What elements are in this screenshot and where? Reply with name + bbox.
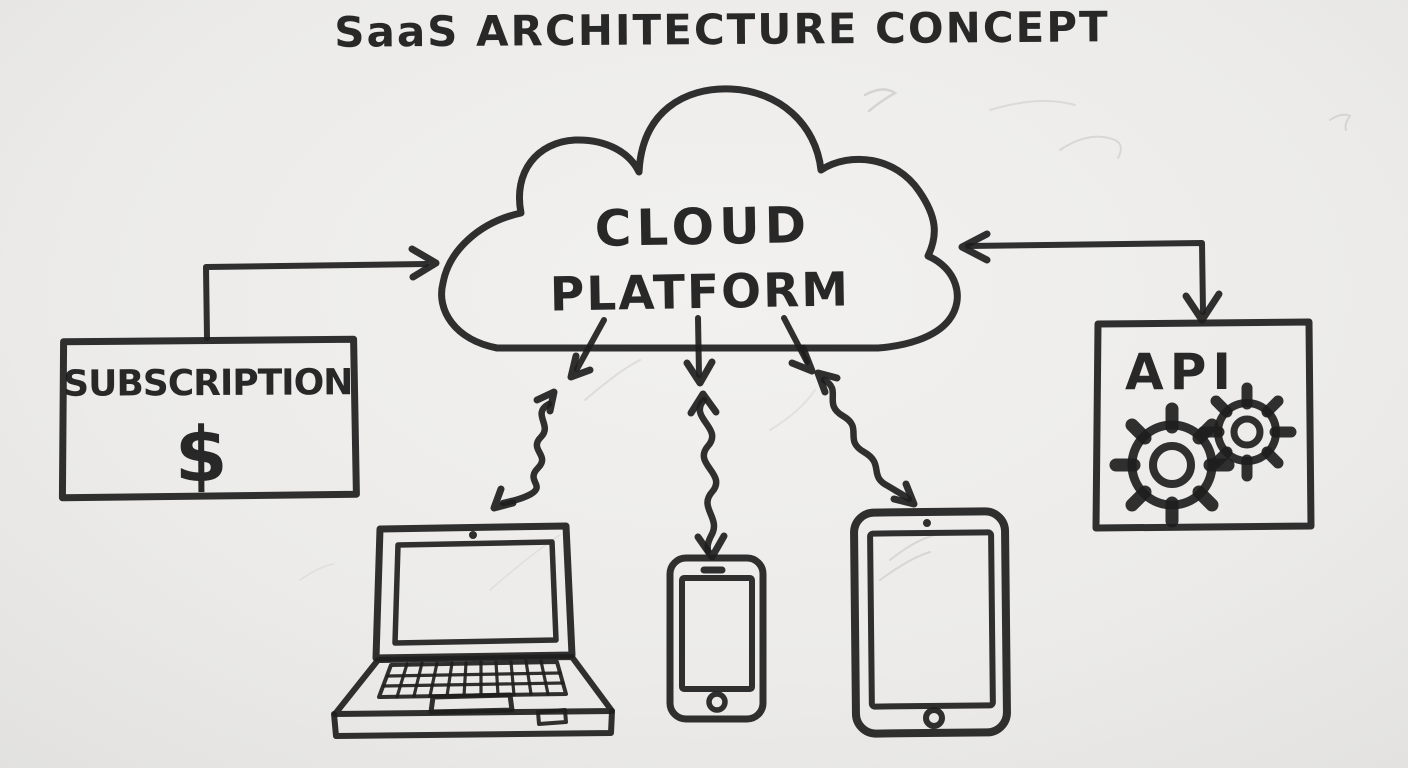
cloud-arrow-middle xyxy=(683,315,716,387)
cloud-to-devices-arrows xyxy=(567,315,816,387)
wavy-arrow-tablet xyxy=(814,369,918,508)
page-title: SaaS ARCHITECTURE CONCEPT xyxy=(334,2,1110,56)
small-gear-icon xyxy=(1197,382,1297,482)
wavy-arrow-smartphone xyxy=(687,390,728,561)
api-node: API xyxy=(1092,318,1315,532)
tablet-body xyxy=(850,507,1011,738)
laptop-webcam-icon xyxy=(469,531,477,539)
laptop-front-edge xyxy=(331,708,615,739)
laptop-screen-inner xyxy=(392,539,559,646)
cloud-label-line1: CLOUD xyxy=(594,196,811,258)
laptop-latch xyxy=(536,708,568,726)
cloud-label-line2: PLATFORM xyxy=(549,262,850,322)
wavy-arrow-laptop xyxy=(490,388,558,512)
gears-icon xyxy=(1109,382,1297,528)
cloud-platform-node: CLOUD PLATFORM xyxy=(438,85,961,352)
cloud-arrow-left xyxy=(567,317,607,381)
smartphone-body xyxy=(666,554,767,723)
tablet-camera-icon xyxy=(922,519,931,528)
api-label: API xyxy=(1125,343,1237,401)
laptop-trackpad xyxy=(428,692,515,715)
tablet-home-button xyxy=(923,706,946,729)
tablet-icon xyxy=(850,507,1011,738)
title: SaaS ARCHITECTURE CONCEPT xyxy=(334,2,1110,56)
dollar-icon: $ xyxy=(175,410,228,499)
arrowhead-left-icon xyxy=(958,230,991,264)
api-cloud-arrow xyxy=(958,230,1223,324)
smartphone-screen xyxy=(679,575,755,692)
subscription-box xyxy=(58,335,360,502)
laptop-keyboard xyxy=(377,659,568,699)
subscription-node: SUBSCRIPTION $ xyxy=(58,335,360,502)
cloud-icon xyxy=(438,85,961,352)
laptop-icon xyxy=(331,522,615,739)
arrowhead-right-icon xyxy=(408,245,440,281)
smartphone-icon xyxy=(666,554,767,723)
api-box xyxy=(1092,318,1315,532)
arrowhead-down-icon xyxy=(1182,290,1223,324)
tablet-screen xyxy=(867,529,996,710)
subscription-label: SUBSCRIPTION xyxy=(63,362,352,405)
cloud-arrow-right xyxy=(781,315,816,375)
whiteboard-smudges xyxy=(299,88,1352,591)
wireless-sync-arrows xyxy=(490,369,918,561)
subscription-to-cloud-arrow xyxy=(203,245,440,341)
smartphone-home-button xyxy=(706,691,728,713)
